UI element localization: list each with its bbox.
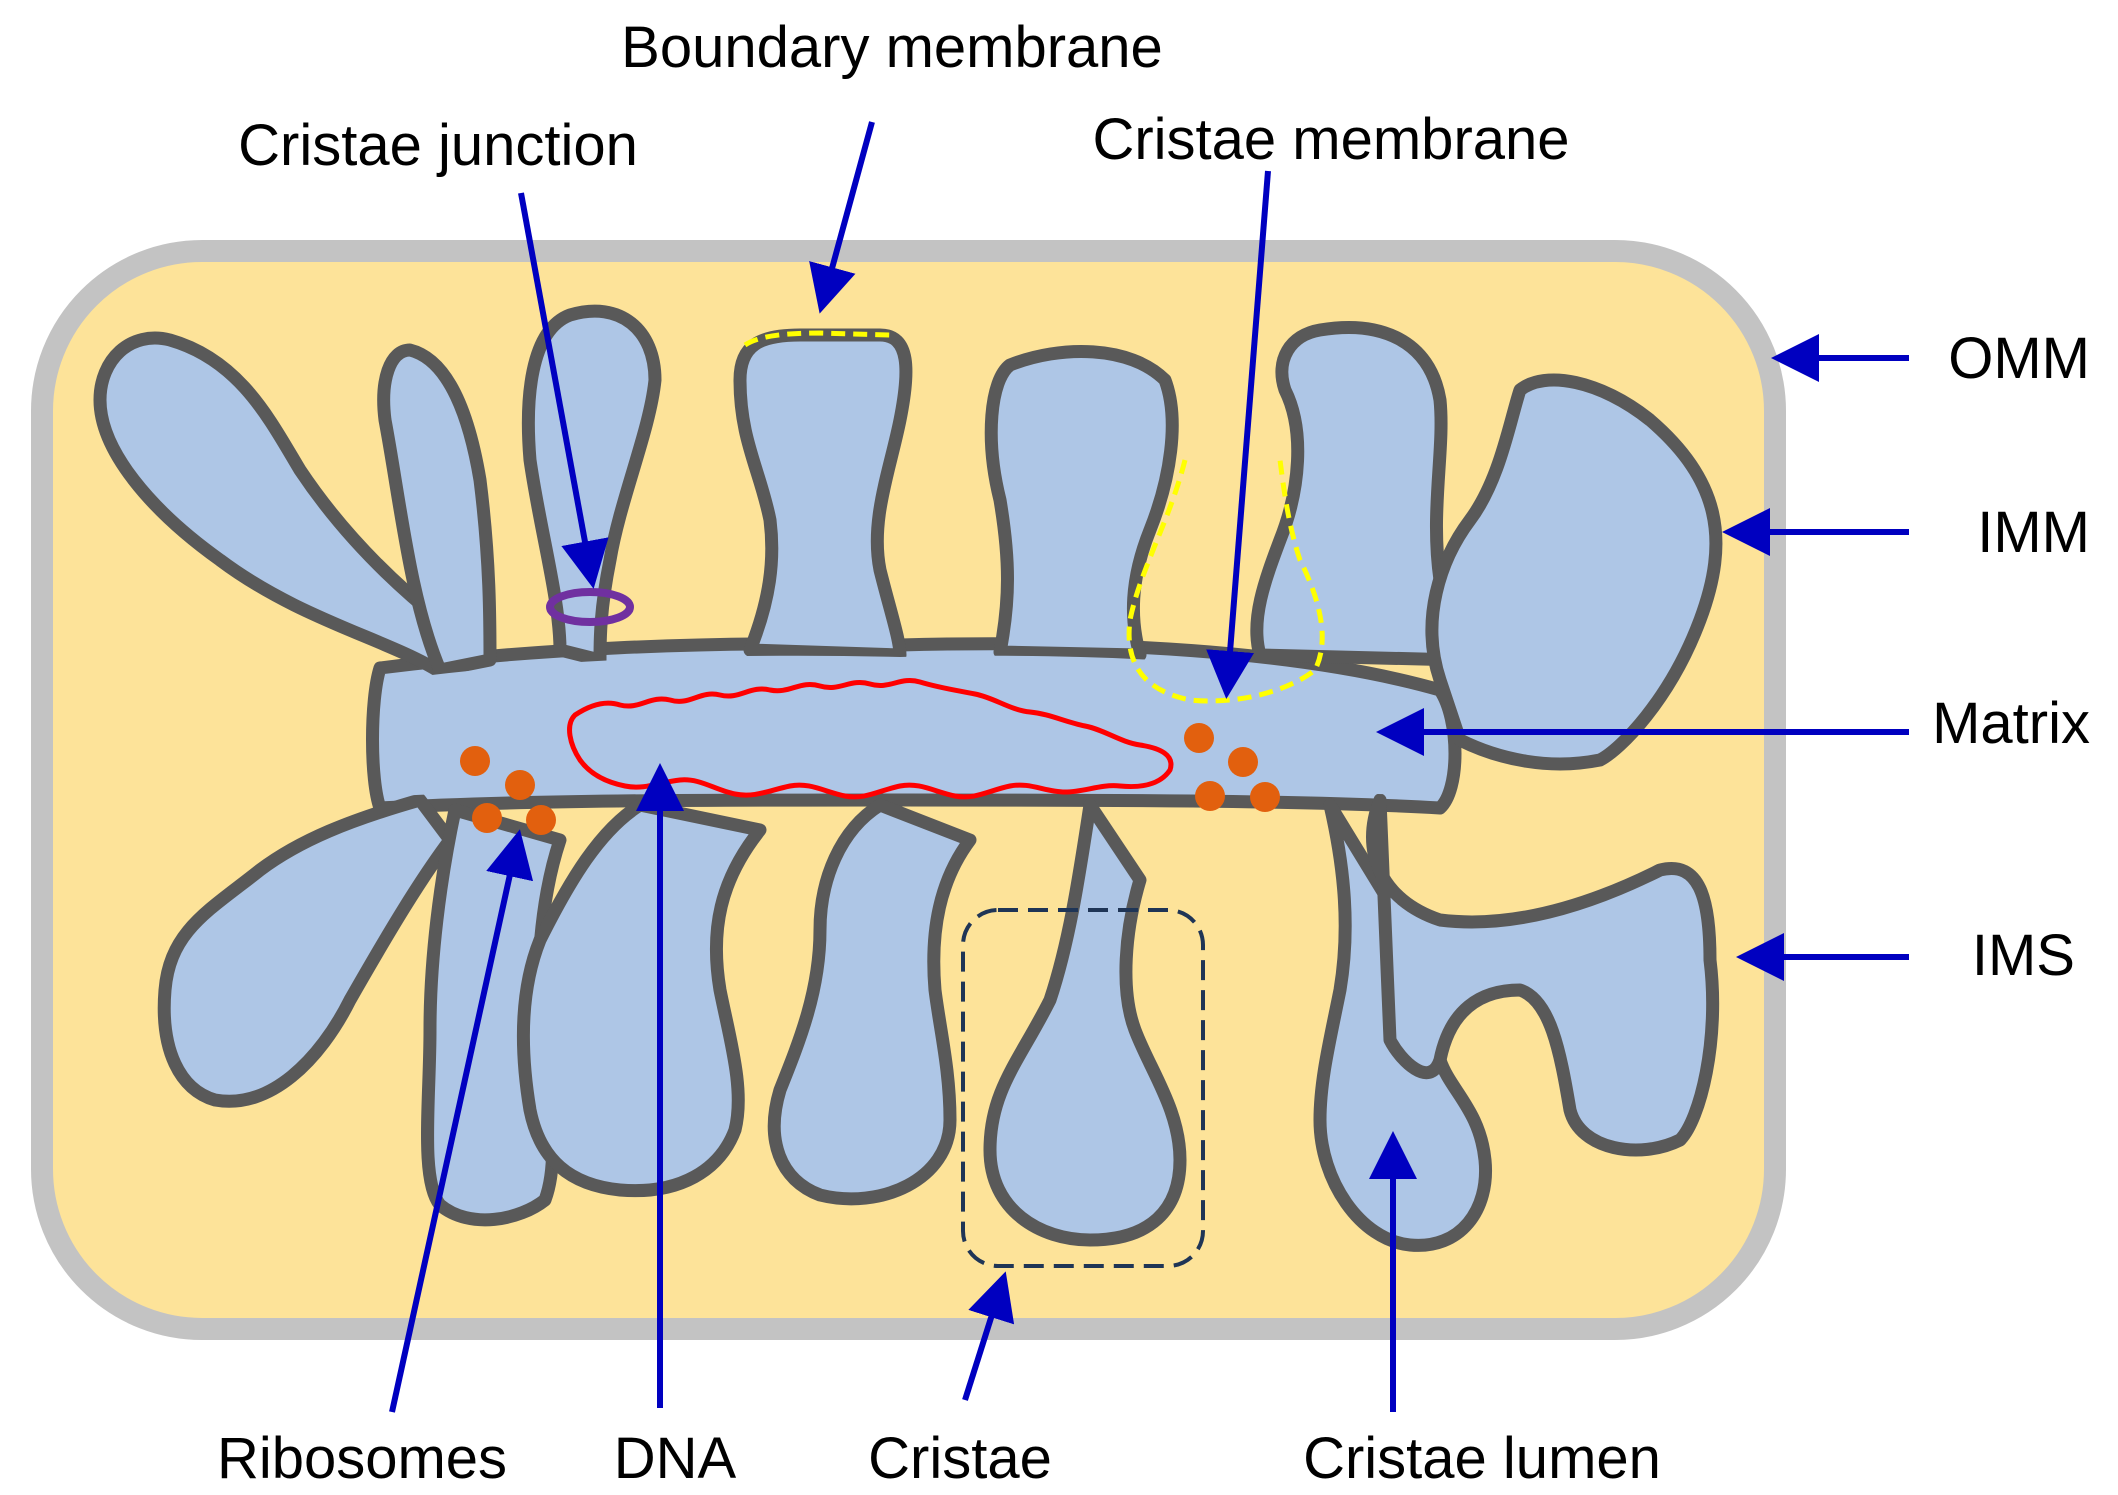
crista-lower-left [157,793,457,1108]
ribosome-dot [1195,781,1225,811]
ribosome-dot [526,805,556,835]
matrix-core [387,655,1442,796]
label-ims: IMS [1972,923,2075,988]
label-cristae: Cristae [868,1426,1052,1491]
arrow-ribosomes [389,829,534,1413]
label-cristae-lumen: Cristae lumen [1303,1426,1661,1491]
crista-upper-center [733,328,913,662]
crista-upper-far-right [1425,373,1723,771]
crista-lower-4 [983,798,1187,1247]
crista-upper-right-1 [984,344,1179,662]
ribosome-cluster-left [460,746,556,835]
cristae-junction-ring [546,588,634,626]
ribosome-dot [1184,723,1214,753]
crista-lower-2 [516,798,767,1198]
inner-mitochondrial-membrane [93,304,1723,1252]
label-cristae-junction: Cristae junction [238,113,638,178]
boundary-membrane-highlight [743,330,891,348]
crista-upper-left [93,331,447,679]
crista-upper-narrow [377,343,497,677]
crista-lower-3 [767,798,977,1206]
label-imm: IMM [1977,500,2090,565]
label-omm: OMM [1948,326,2090,391]
arrow-cristae [962,1271,1015,1401]
crista-selection-box [961,908,1205,1268]
label-arrows [389,121,1909,1413]
label-boundary-membrane: Boundary membrane [621,15,1163,80]
ribosome-dot [1228,747,1258,777]
label-dna: DNA [614,1426,737,1491]
ribosome-dot [505,770,535,800]
label-ribosomes: Ribosomes [217,1426,507,1491]
ribosome-dot [460,746,490,776]
arrow-cristae-junction [518,192,609,589]
arrow-cristae-membrane [1206,170,1271,699]
label-matrix: Matrix [1932,691,2090,756]
dna-loop [567,678,1174,800]
ribosome-cluster-right [1184,723,1280,812]
crista-lower-right [1366,793,1720,1157]
arrow-boundary-membrane [809,121,875,314]
ribosome-dot [472,803,502,833]
ribosome-dot [1250,782,1280,812]
label-cristae-membrane: Cristae membrane [1092,107,1569,172]
